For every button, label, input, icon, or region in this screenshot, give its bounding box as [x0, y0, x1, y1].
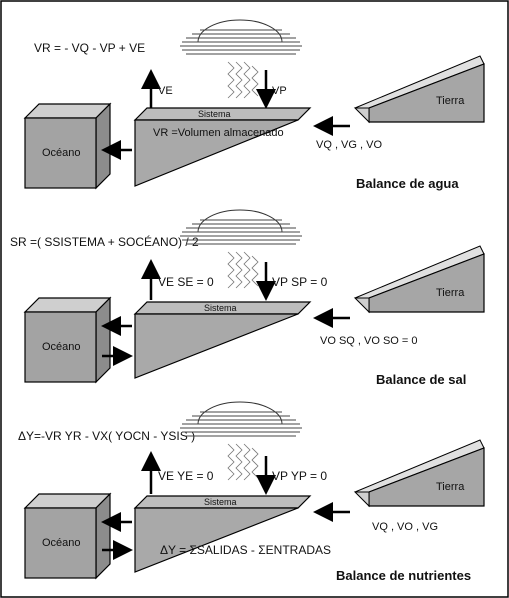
- ocean-cube: [23, 492, 112, 580]
- inflow-label: VO SQ , VO SO = 0: [320, 335, 418, 347]
- system-wedge: [133, 107, 312, 187]
- evaporation-label: VE SE = 0: [158, 275, 214, 289]
- cloud-icon: [180, 209, 302, 245]
- rain-icon: [227, 251, 259, 289]
- system-wedge: [133, 495, 312, 573]
- salt-equation: SR =( SSISTEMA + SOCÉANO) / 2: [10, 234, 199, 249]
- land-label: Tierra: [436, 95, 465, 107]
- cloud-icon: [180, 401, 302, 437]
- ocean-label: Océano: [42, 537, 81, 549]
- ocean-label: Océano: [42, 341, 81, 353]
- ocean-label: Océano: [42, 147, 81, 159]
- land-wedge: [353, 55, 485, 124]
- system-volume-label: VR =Volumen almacenado: [153, 127, 284, 139]
- system-label: Sistema: [204, 497, 237, 507]
- system-wedge: [133, 301, 312, 379]
- precipitation-label: VP SP = 0: [272, 275, 328, 289]
- inflow-label: VQ , VG , VO: [316, 139, 382, 151]
- rain-icon: [227, 61, 259, 99]
- precipitation-label: VP: [272, 85, 287, 97]
- cloud-icon: [180, 19, 302, 55]
- ocean-cube: [23, 102, 112, 190]
- panel-title: Balance de sal: [376, 372, 466, 387]
- panel-nutrient-balance: ΔY=-VR YR - VX( YOCN - YSIS ) VE YE = 0 …: [18, 401, 485, 583]
- evaporation-label: VE YE = 0: [158, 469, 214, 483]
- panel-title: Balance de agua: [356, 176, 459, 191]
- system-label: Sistema: [204, 303, 237, 313]
- land-label: Tierra: [436, 287, 465, 299]
- land-label: Tierra: [436, 481, 465, 493]
- panel-title: Balance de nutrientes: [336, 568, 471, 583]
- nutrient-equation: ΔY=-VR YR - VX( YOCN - YSIS ): [18, 429, 195, 443]
- panel-salt-balance: SR =( SSISTEMA + SOCÉANO) / 2 VE SE = 0 …: [10, 209, 485, 387]
- ocean-cube: [23, 296, 112, 384]
- land-wedge: [353, 439, 485, 508]
- delta-y-summary: ΔY = ΣSALIDAS - ΣENTRADAS: [160, 543, 331, 557]
- evaporation-label: VE: [158, 85, 173, 97]
- panel-water-balance: VR = - VQ - VP + VE VE VP: [23, 19, 485, 191]
- system-label: Sistema: [198, 109, 231, 119]
- precipitation-label: VP YP = 0: [272, 469, 327, 483]
- land-wedge: [353, 245, 485, 314]
- rain-icon: [227, 443, 259, 481]
- inflow-label: VQ , VO , VG: [372, 521, 438, 533]
- water-equation: VR = - VQ - VP + VE: [34, 41, 145, 55]
